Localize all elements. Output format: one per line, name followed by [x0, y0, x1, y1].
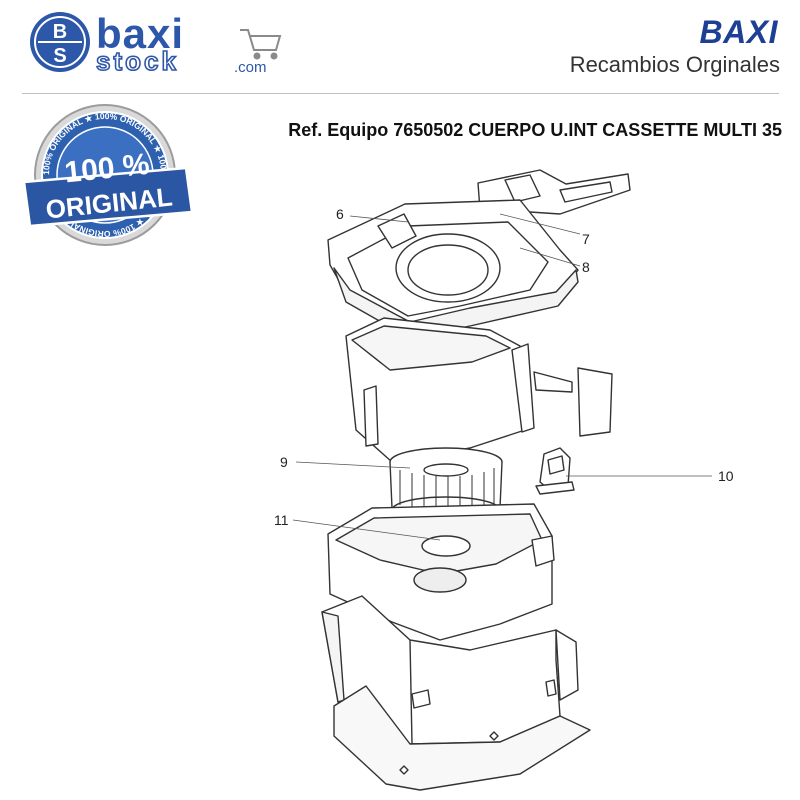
logo-word-top: baxi	[96, 10, 184, 57]
page-header: B S baxi stock .com BAXI Recambios Orgin…	[0, 0, 800, 92]
brand-name: BAXI	[699, 14, 778, 50]
part-10-motor-bracket-icon[interactable]	[535, 447, 575, 495]
logo-domain: .com	[234, 59, 267, 76]
leader-line-7	[499, 213, 581, 235]
baxistock-logo[interactable]: B S baxi stock .com	[28, 8, 298, 78]
leader-line-9	[295, 461, 411, 469]
logo-initial-s: S	[53, 45, 66, 67]
callout-7[interactable]: 7	[582, 231, 590, 247]
leader-line-11	[292, 519, 441, 541]
callout-9[interactable]: 9	[280, 454, 288, 470]
leader-line-8	[519, 247, 581, 267]
part-11-drain-pan-icon[interactable]	[327, 503, 555, 641]
callout-10[interactable]: 10	[718, 468, 734, 484]
logo-word-bottom: stock	[96, 46, 179, 76]
base-plate-icon[interactable]	[333, 685, 591, 791]
callout-6[interactable]: 6	[336, 206, 344, 222]
callout-11[interactable]: 11	[274, 512, 289, 528]
leader-lines	[292, 213, 712, 541]
brand-tagline: Recambios Orginales	[569, 52, 780, 77]
original-seal: 100% ORIGINAL ★ 100% ORIGINAL ★ 100% ORI…	[22, 100, 194, 250]
middle-body-shell-icon[interactable]	[345, 317, 613, 463]
part-8-fan-ring-icon[interactable]	[377, 213, 501, 303]
shopping-cart-icon	[240, 29, 282, 60]
header-divider	[22, 93, 779, 94]
equipment-title: Ref. Equipo 7650502 CUERPO U.INT CASSETT…	[288, 120, 782, 140]
logo-initial-b: B	[53, 21, 67, 43]
leader-line-6	[349, 215, 409, 223]
callout-8[interactable]: 8	[582, 259, 590, 275]
